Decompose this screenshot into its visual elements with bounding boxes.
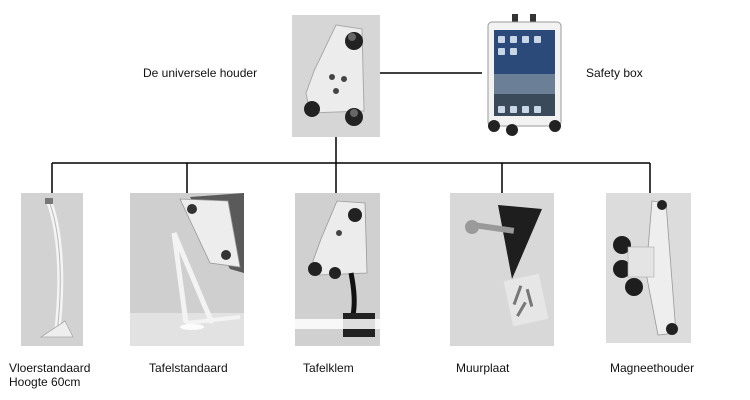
wall-plate-photo [450,193,554,346]
magnet-holder-label: Magneethouder [610,361,695,375]
wall-plate-label: Muurplaat [456,361,510,375]
table-stand-photo [130,193,244,346]
table-clamp-photo [295,193,380,346]
safety-box-photo [482,12,567,138]
floor-stand-label: Vloerstandaard [9,361,91,375]
table-stand-label: Tafelstandaard [149,361,228,375]
safety-box-label: Safety box [586,66,643,80]
floor-stand-photo [21,193,83,346]
table-clamp-label: Tafelklem [303,361,354,375]
universal-holder-label: De universele houder [143,66,258,80]
floor-stand-height-label: Hoogte 60cm [9,375,81,389]
magnet-holder-photo [606,193,691,343]
universal-holder-photo [292,15,380,137]
